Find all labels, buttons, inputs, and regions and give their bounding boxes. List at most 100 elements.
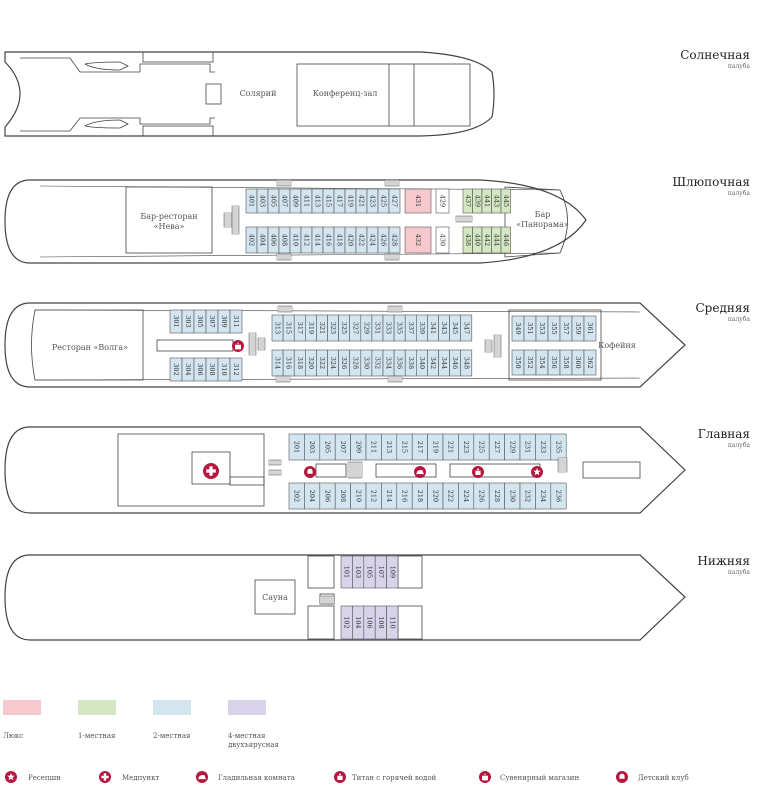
cabin-211[interactable]: 211: [365, 433, 382, 461]
cabin-326[interactable]: 326: [338, 349, 351, 377]
cabin-418[interactable]: 418: [333, 226, 346, 254]
cabin-355[interactable]: 355: [547, 315, 561, 342]
cabin-421[interactable]: 421: [355, 188, 368, 214]
cabin-234[interactable]: 234: [535, 482, 552, 510]
cabin-103[interactable]: 103: [352, 555, 365, 589]
cabin-101[interactable]: 101: [340, 555, 353, 589]
cabin-225[interactable]: 225: [473, 433, 490, 461]
cabin-330[interactable]: 330: [360, 349, 373, 377]
cabin-353[interactable]: 353: [535, 315, 549, 342]
cabin-233[interactable]: 233: [535, 433, 552, 461]
cabin-343[interactable]: 343: [438, 314, 450, 342]
cabin-324[interactable]: 324: [327, 349, 339, 377]
cabin-303[interactable]: 303: [181, 309, 195, 334]
cabin-315[interactable]: 315: [282, 314, 295, 342]
cabin-102[interactable]: 102: [340, 605, 353, 640]
cabin-349[interactable]: 349: [511, 315, 525, 342]
cabin-109[interactable]: 109: [386, 555, 399, 589]
cabin-333[interactable]: 333: [382, 314, 395, 342]
cabin-416[interactable]: 416: [322, 226, 335, 254]
cabin-412[interactable]: 412: [300, 226, 313, 254]
cabin-214[interactable]: 214: [381, 482, 398, 510]
cabin-342[interactable]: 342: [427, 349, 439, 377]
cabin-306[interactable]: 306: [193, 357, 207, 382]
cabin-357[interactable]: 357: [559, 315, 573, 342]
cabin-222[interactable]: 222: [442, 482, 459, 510]
cabin-312[interactable]: 312: [229, 357, 243, 382]
cabin-313[interactable]: 313: [271, 314, 284, 342]
cabin-307[interactable]: 307: [205, 309, 219, 334]
cabin-325[interactable]: 325: [338, 314, 351, 342]
cabin-338[interactable]: 338: [404, 349, 417, 377]
cabin-329[interactable]: 329: [360, 314, 373, 342]
cabin-320[interactable]: 320: [304, 349, 317, 377]
cabin-437[interactable]: 437: [462, 188, 473, 214]
cabin-202[interactable]: 202: [288, 482, 305, 510]
cabin-417[interactable]: 417: [333, 188, 346, 214]
cabin-311[interactable]: 311: [229, 309, 243, 334]
cabin-345[interactable]: 345: [449, 314, 462, 342]
cabin-422[interactable]: 422: [355, 226, 368, 254]
cabin-229[interactable]: 229: [504, 433, 521, 461]
cabin-337[interactable]: 337: [404, 314, 417, 342]
cabin-302[interactable]: 302: [169, 357, 183, 382]
cabin-346[interactable]: 346: [449, 349, 462, 377]
cabin-206[interactable]: 206: [319, 482, 336, 510]
cabin-220[interactable]: 220: [427, 482, 444, 510]
cabin-231[interactable]: 231: [519, 433, 536, 461]
cabin-438[interactable]: 438: [462, 226, 473, 254]
cabin-207[interactable]: 207: [334, 433, 351, 461]
cabin-440[interactable]: 440: [472, 226, 483, 254]
cabin-339[interactable]: 339: [415, 314, 428, 342]
cabin-405[interactable]: 405: [267, 188, 280, 214]
cabin-332[interactable]: 332: [371, 349, 384, 377]
cabin-331[interactable]: 331: [371, 314, 384, 342]
cabin-428[interactable]: 428: [388, 226, 401, 254]
cabin-304[interactable]: 304: [181, 357, 195, 382]
cabin-209[interactable]: 209: [350, 433, 367, 461]
cabin-105[interactable]: 105: [363, 555, 376, 589]
cabin-316[interactable]: 316: [282, 349, 295, 377]
cabin-328[interactable]: 328: [349, 349, 362, 377]
cabin-226[interactable]: 226: [473, 482, 490, 510]
cabin-219[interactable]: 219: [427, 433, 444, 461]
cabin-208[interactable]: 208: [334, 482, 351, 510]
cabin-352[interactable]: 352: [523, 349, 537, 376]
cabin-305[interactable]: 305: [193, 309, 207, 334]
cabin-203[interactable]: 203: [304, 433, 321, 461]
cabin-348[interactable]: 348: [460, 349, 473, 377]
cabin-429[interactable]: 429: [435, 188, 450, 214]
cabin-439[interactable]: 439: [472, 188, 483, 214]
cabin-335[interactable]: 335: [393, 314, 406, 342]
cabin-216[interactable]: 216: [396, 482, 413, 510]
cabin-215[interactable]: 215: [396, 433, 413, 461]
cabin-107[interactable]: 107: [374, 555, 387, 589]
cabin-408[interactable]: 408: [278, 226, 291, 254]
cabin-410[interactable]: 410: [289, 226, 302, 254]
cabin-361[interactable]: 361: [583, 315, 597, 342]
cabin-227[interactable]: 227: [488, 433, 505, 461]
cabin-341[interactable]: 341: [427, 314, 439, 342]
cabin-354[interactable]: 354: [535, 349, 549, 376]
cabin-110[interactable]: 110: [386, 605, 399, 640]
cabin-221[interactable]: 221: [442, 433, 459, 461]
cabin-420[interactable]: 420: [344, 226, 357, 254]
cabin-236[interactable]: 236: [550, 482, 567, 510]
cabin-230[interactable]: 230: [504, 482, 521, 510]
cabin-430[interactable]: 430: [435, 226, 450, 254]
cabin-323[interactable]: 323: [327, 314, 339, 342]
cabin-217[interactable]: 217: [411, 433, 428, 461]
cabin-327[interactable]: 327: [349, 314, 362, 342]
cabin-210[interactable]: 210: [350, 482, 367, 510]
cabin-403[interactable]: 403: [256, 188, 269, 214]
cabin-318[interactable]: 318: [293, 349, 306, 377]
cabin-213[interactable]: 213: [381, 433, 398, 461]
cabin-336[interactable]: 336: [393, 349, 406, 377]
cabin-224[interactable]: 224: [458, 482, 475, 510]
cabin-441[interactable]: 441: [481, 188, 492, 214]
cabin-432[interactable]: 432: [404, 226, 432, 254]
cabin-358[interactable]: 358: [559, 349, 573, 376]
cabin-104[interactable]: 104: [352, 605, 365, 640]
cabin-415[interactable]: 415: [322, 188, 335, 214]
cabin-218[interactable]: 218: [411, 482, 428, 510]
